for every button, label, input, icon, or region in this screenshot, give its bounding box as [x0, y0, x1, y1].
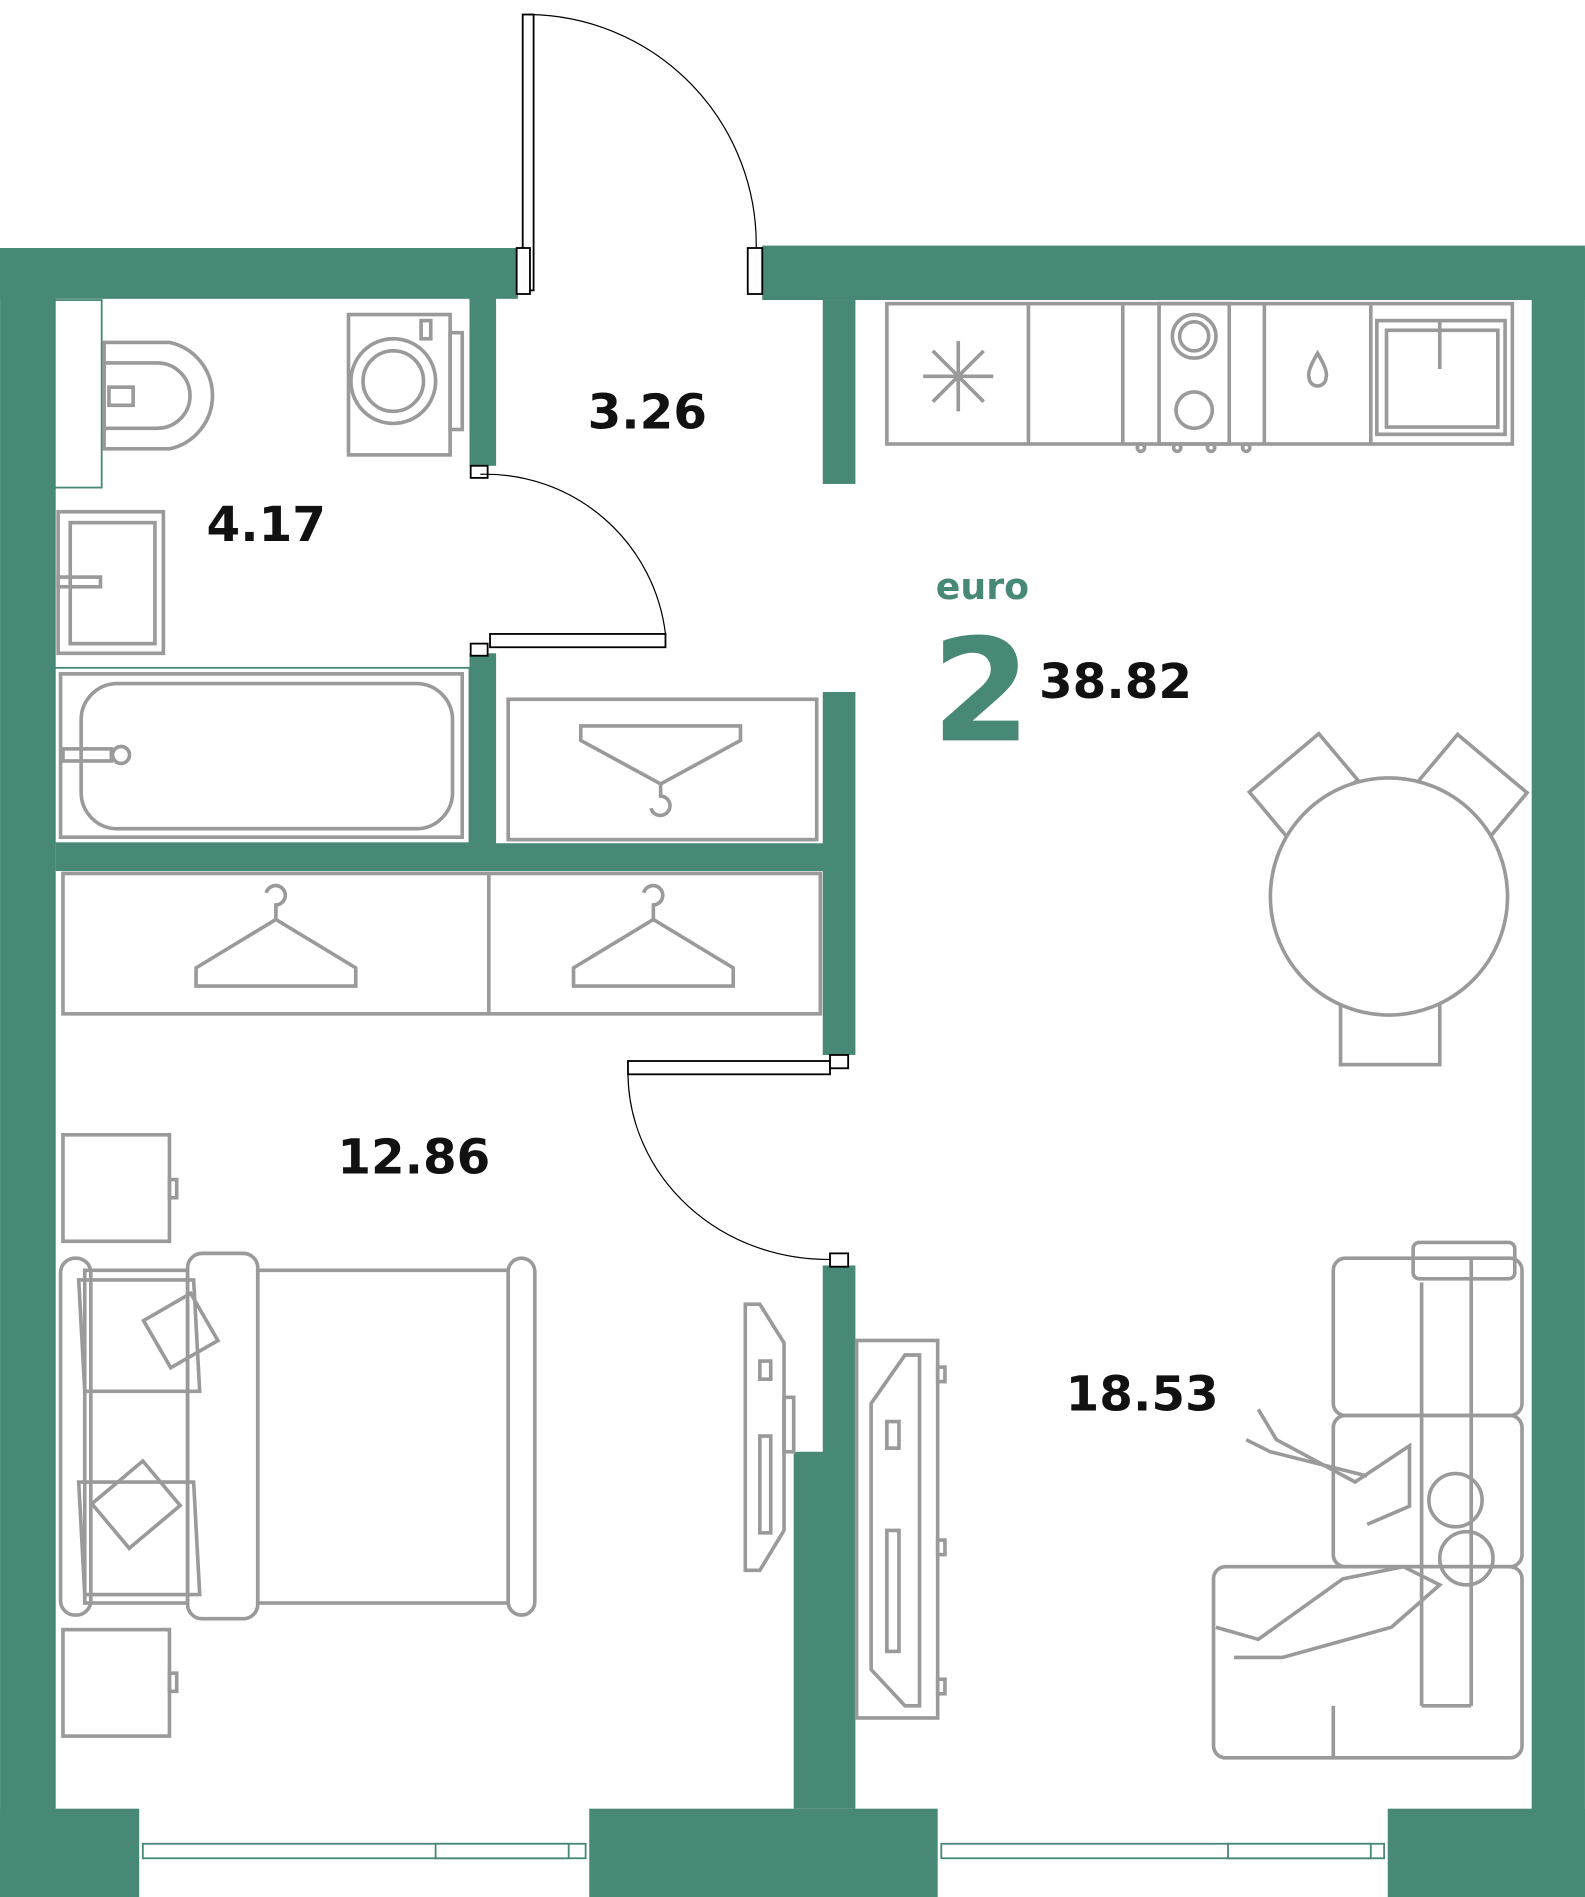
washbasin-icon: [56, 509, 166, 656]
water-drop-icon: [1306, 349, 1329, 388]
bathroom-door[interactable]: [469, 464, 667, 657]
bathroom-area-label: 4.17: [207, 497, 326, 553]
dining-table: [1246, 731, 1530, 1067]
bedroom-area-label: 12.86: [337, 1130, 490, 1186]
bathtub-icon: [52, 666, 471, 845]
hanger-icon: [194, 883, 358, 988]
tv-bedroom: [743, 1302, 796, 1573]
bed: [58, 1132, 537, 1738]
plan-type-label: euro: [936, 565, 1029, 608]
total-area-label: 38.82: [1039, 654, 1192, 710]
rooms-count: 2: [932, 607, 1031, 774]
hall-area-label: 3.26: [588, 384, 707, 440]
entrance-door[interactable]: [515, 13, 764, 295]
washing-machine-icon: [346, 312, 465, 457]
people-icon: [1215, 1408, 1495, 1660]
sofa: [1211, 1240, 1524, 1760]
hanger-icon: [578, 724, 743, 818]
tv-stand-living: [854, 1338, 947, 1720]
bedroom-door[interactable]: [627, 1054, 850, 1268]
kitchen-sink-icon: [1375, 318, 1507, 437]
stove-icon: [1135, 301, 1252, 454]
bathroom-fixtures: [52, 299, 471, 845]
kitchen-counter: [885, 301, 1515, 454]
windows: [141, 1842, 1386, 1860]
living-area-label: 18.53: [1066, 1367, 1219, 1423]
walls: [0, 245, 1585, 1897]
snowflake-icon: [923, 341, 994, 412]
hanger-icon: [571, 883, 736, 988]
wardrobes: [61, 697, 823, 1016]
